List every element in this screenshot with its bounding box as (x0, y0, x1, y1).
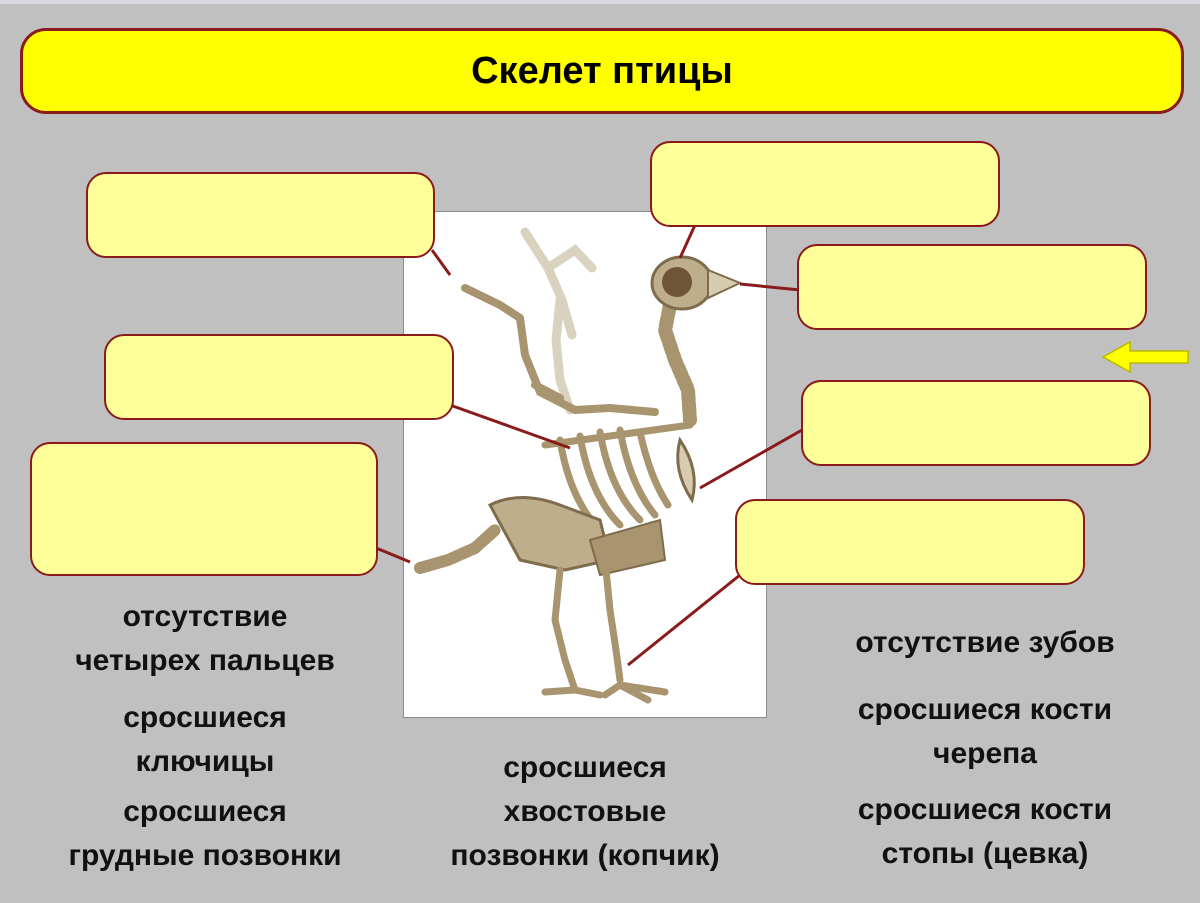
caption-line: сросшиеся (503, 751, 667, 784)
caption-line: хвостовые (503, 795, 667, 828)
rib-cage (541, 421, 694, 534)
label-box-thoracic-vertebrae (30, 442, 378, 576)
caption-line: ключицы (135, 745, 275, 778)
page-title: Скелет птицы (471, 49, 733, 92)
pointer-line-keel (699, 428, 803, 490)
pointer-line-beak (739, 282, 801, 292)
caption-line: сросшиеся кости (857, 793, 1113, 826)
skull (650, 255, 743, 311)
caption-line: грудные позвонки (68, 839, 342, 872)
pelvis (487, 496, 667, 577)
caption-line: отсутствие (122, 600, 288, 633)
label-box-fingers (86, 172, 435, 258)
label-box-skull (650, 141, 1000, 227)
label-box-keel (801, 380, 1151, 466)
title-bar: Скелет птицы (20, 28, 1184, 114)
yellow-arrow-icon (1101, 340, 1189, 374)
caption-line: сросшиеся (123, 701, 287, 734)
label-box-tarsus (735, 499, 1085, 585)
caption-fused-foot-bones: сросшиеся кости стопы (цевка) (800, 788, 1170, 876)
caption-no-four-fingers: отсутствие четырех пальцев (20, 595, 390, 683)
top-strip (0, 0, 1200, 4)
caption-line: сросшиеся кости (857, 693, 1113, 726)
caption-line: стопы (цевка) (881, 837, 1089, 870)
pointer-line-skull (678, 224, 697, 259)
pointer-line-fingers (430, 249, 452, 276)
caption-fused-tail-vertebrae: сросшиеся хвостовые позвонки (копчик) (400, 746, 770, 878)
label-box-beak (797, 244, 1147, 330)
neck-vertebrae (657, 298, 697, 427)
wing-feathers (520, 227, 597, 415)
caption-fused-thoracic-vertebrae: сросшиеся грудные позвонки (20, 790, 390, 878)
wing-bones (461, 284, 659, 416)
caption-line: позвонки (копчик) (450, 839, 720, 872)
caption-line: отсутствие зубов (855, 626, 1115, 659)
caption-fused-skull-bones: сросшиеся кости черепа (800, 688, 1170, 776)
pointer-line-thoracic (375, 546, 411, 564)
pointer-line-clavicle (449, 403, 571, 450)
pointer-lines (375, 224, 803, 667)
caption-no-teeth: отсутствие зубов (800, 621, 1170, 665)
caption-line: четырех пальцев (75, 644, 335, 677)
keel-bone (676, 436, 696, 504)
caption-fused-clavicles: сросшиеся ключицы (20, 696, 390, 784)
pointer-line-tarsus (627, 573, 741, 667)
caption-line: сросшиеся (123, 795, 287, 828)
tail-vertebrae (414, 524, 501, 574)
label-box-clavicle (104, 334, 454, 420)
caption-line: черепа (933, 737, 1037, 770)
leg-bones (541, 556, 669, 704)
